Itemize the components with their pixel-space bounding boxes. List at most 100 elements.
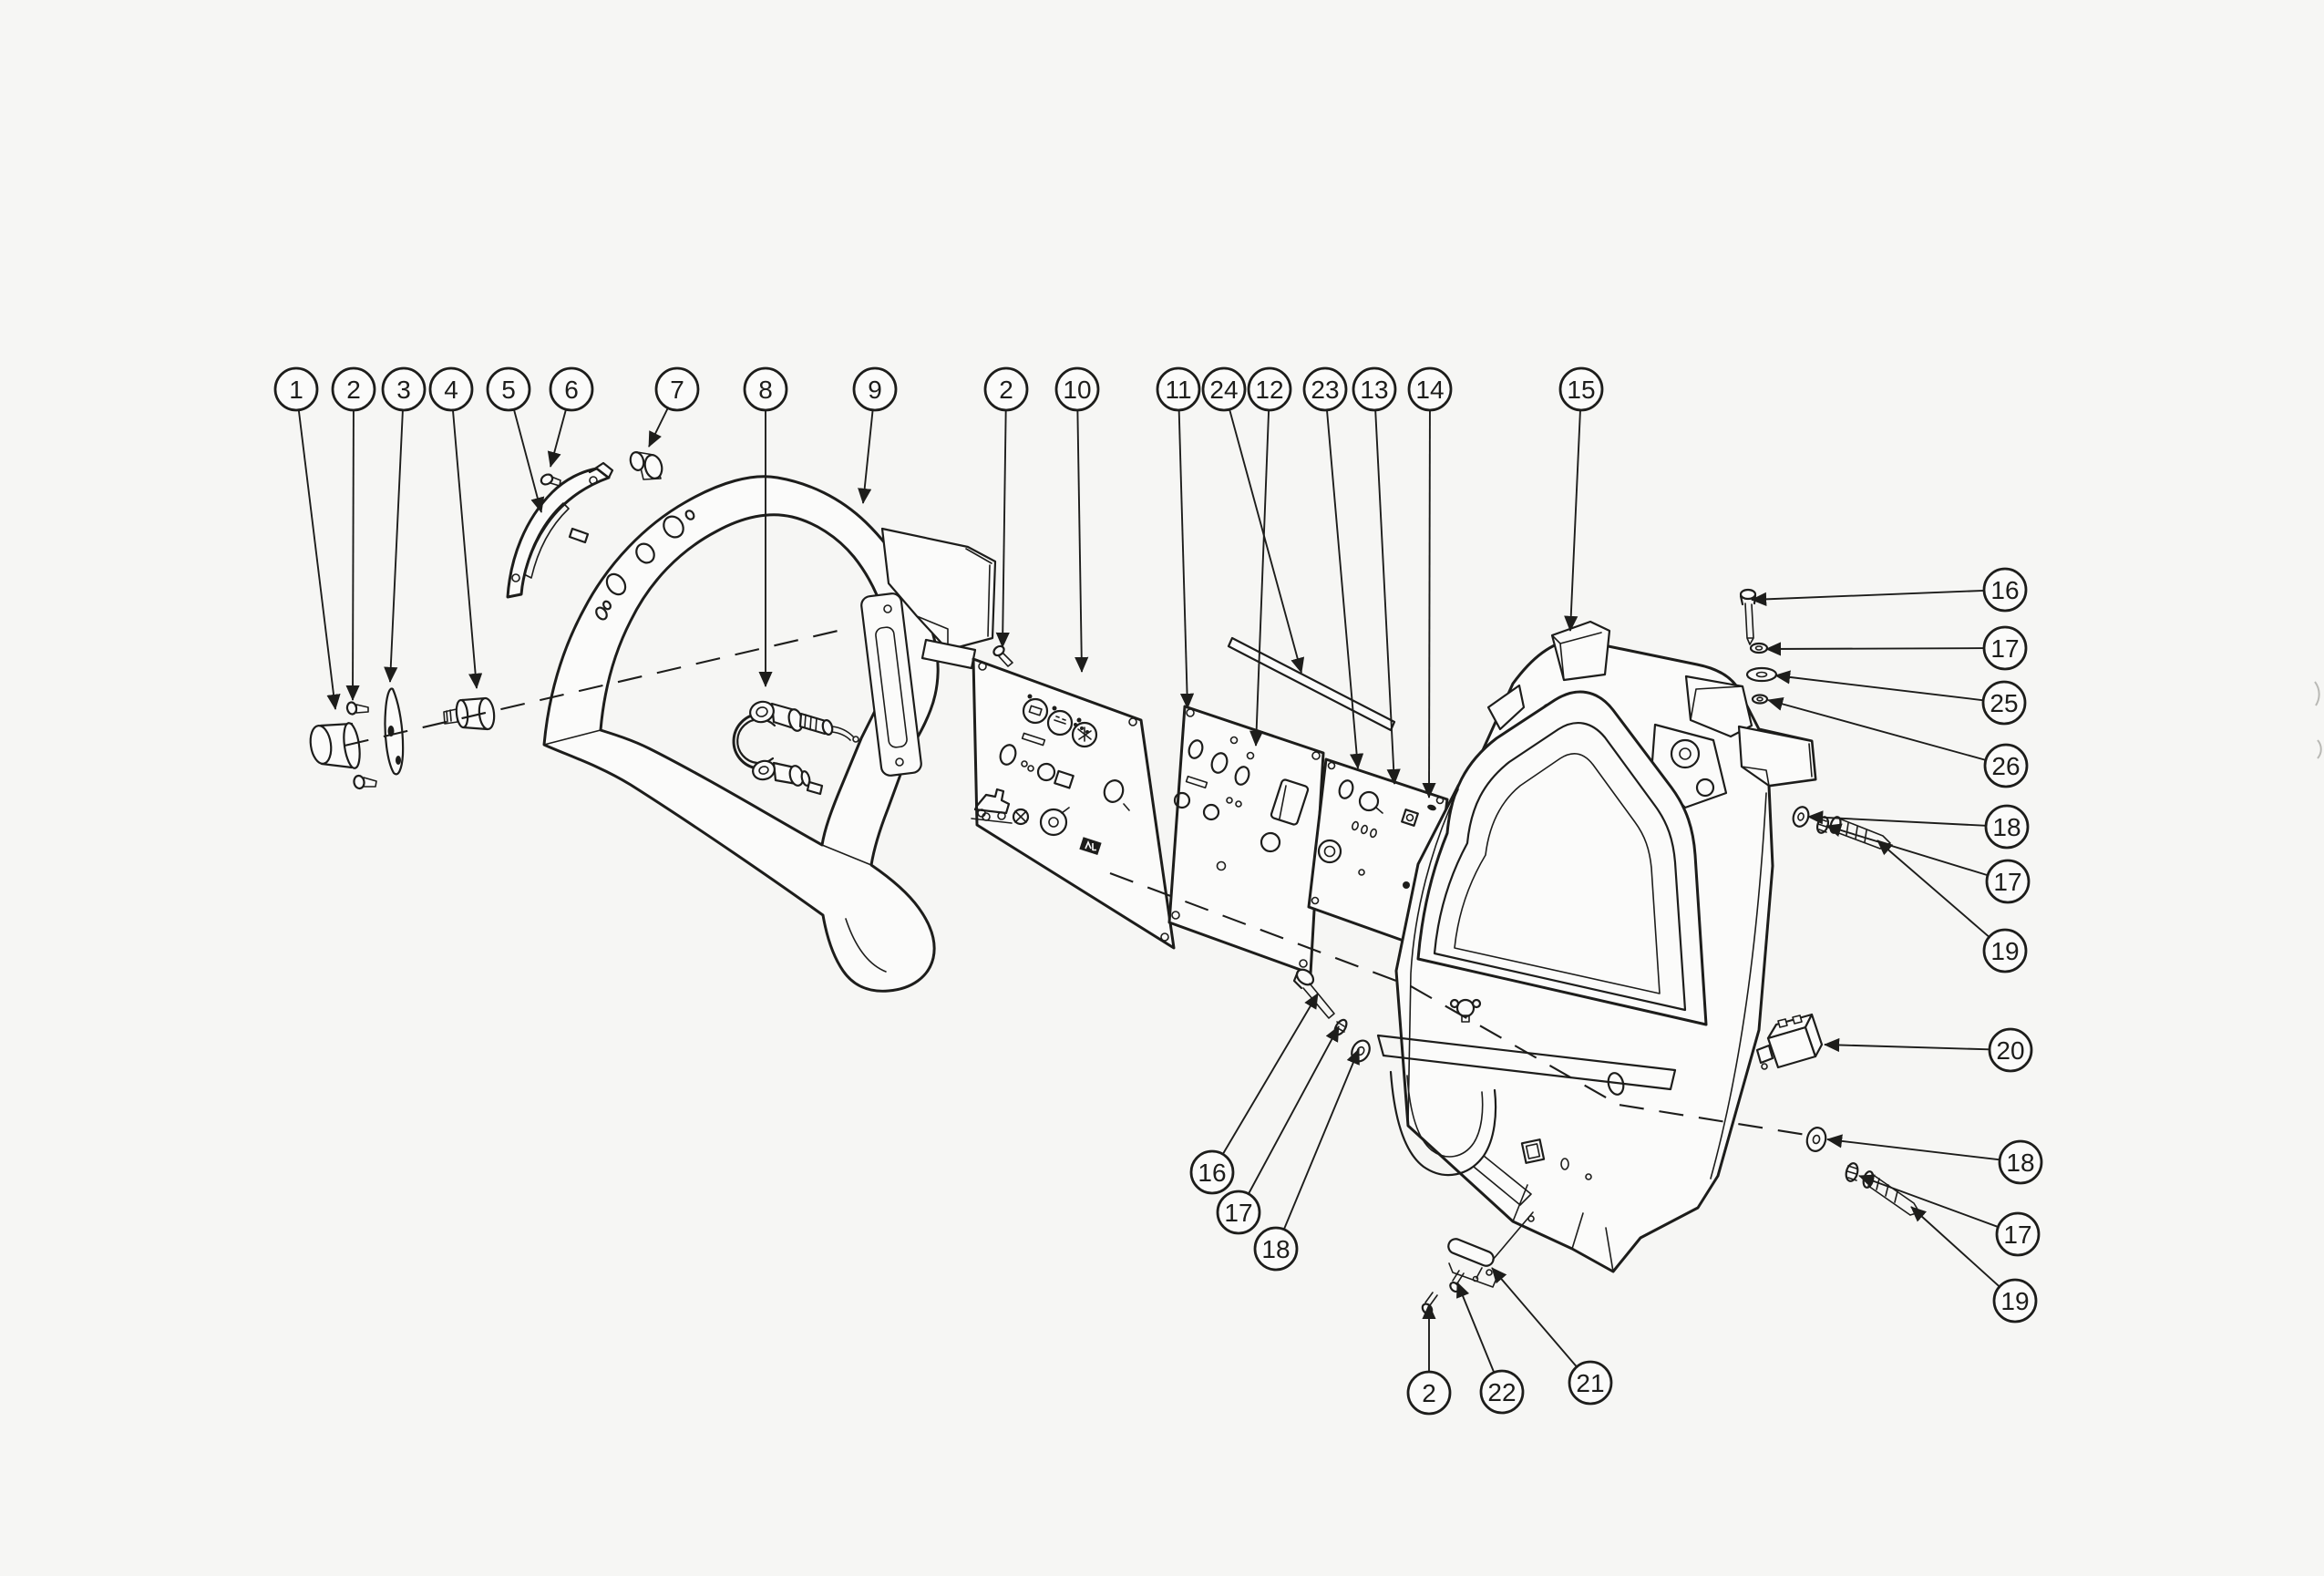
part-ignition-switch-8-shape: [749, 700, 775, 724]
handle-cutout: [1389, 1070, 1532, 1206]
artwork-layer: [309, 451, 2322, 1315]
part-support-rod-24-shape: [1227, 636, 1396, 732]
part-switch-panel-11-shape: [1202, 803, 1220, 821]
balloon-circle-14: [1407, 366, 1453, 412]
part-rocker-switch-20-shape: [1761, 1063, 1768, 1070]
balloon-number: 23: [1311, 376, 1339, 404]
balloon-number: 8: [758, 376, 773, 404]
bolt-16b: [1292, 968, 1335, 1019]
callout-18: 18: [1826, 1134, 2043, 1185]
screw-16-shape: [1739, 588, 1757, 601]
centerline-housing-axis: [1109, 872, 1813, 1138]
part-screw-2-panel: [992, 644, 1013, 667]
part-screw-2-upper-shape: [345, 701, 358, 716]
part-display-housing-15-shape: [1512, 1184, 1614, 1272]
console-arm-holes: [595, 510, 695, 621]
leader-line-17: [1858, 1174, 1999, 1228]
grommet-ring-shape: [1323, 845, 1336, 858]
gear-icon: [1012, 808, 1030, 826]
screen-bezel-shape: [1433, 721, 1687, 1012]
part-aux-panel-13-shape: [1405, 813, 1414, 822]
leader-line-17: [1248, 1025, 1340, 1195]
part-switch-panel-11-shape: [1167, 705, 1325, 975]
washer-26-shape: [1756, 696, 1764, 702]
balloon-number: 2: [346, 376, 361, 404]
part-screw-2-upper: [345, 701, 369, 716]
balloon-circle-3: [381, 366, 427, 412]
part-support-rod-24: [1227, 636, 1396, 732]
flat-washer-25-shape: [1755, 671, 1768, 678]
gauge-cluster-icons-shape: [1052, 706, 1057, 711]
screw-16-shape: [1744, 603, 1754, 645]
part-ignition-switch-8-shape: [804, 714, 818, 732]
balloon-circle-18: [1998, 1139, 2043, 1185]
lock-washer-17b-shape: [1846, 1165, 1857, 1181]
balloon-circle-18: [1253, 1226, 1299, 1272]
bolt-16b-shape: [1302, 983, 1335, 1019]
housing-top-tab-shape: [1551, 632, 1602, 681]
callout-19: 19: [1877, 840, 2028, 973]
gear-icon-shape: [1012, 808, 1030, 826]
housing-corner-bosses-shape: [1670, 738, 1701, 769]
leader-line-21: [1491, 1267, 1578, 1368]
callout-3: 3: [381, 366, 427, 683]
part-knob-cap-1-shape: [343, 722, 361, 769]
balloon-number: 19: [1990, 937, 2019, 965]
callout-20: 20: [1824, 1027, 2033, 1073]
ignition-keyway-shape: [1039, 808, 1068, 837]
part-gauge-panel-10-shape: [1128, 717, 1137, 726]
balloon-number: 2: [999, 376, 1013, 404]
part-trim-strip-5-shape: [589, 476, 598, 485]
part-shaft-knob-4-shape: [455, 698, 469, 729]
part-switch-panel-11-shape: [1260, 831, 1281, 853]
fastener-cluster-lower-right: [1805, 1127, 1920, 1216]
callout-5: 5: [486, 366, 545, 513]
console-arm-holes-shape: [602, 600, 612, 611]
part-spacer-bushing-7-shape: [643, 454, 663, 479]
housing-upper-right-block-shape: [1690, 685, 1743, 721]
gauge-cluster-icons: [1022, 694, 1098, 748]
housing-top-tab: [1550, 620, 1611, 682]
gear-icon-shape: [1014, 810, 1027, 823]
grommet-ring: [1317, 839, 1342, 864]
ignition-keyway-shape: [1048, 817, 1059, 828]
housing-right-wing-shape: [1737, 725, 1817, 788]
callout-18: 18: [1807, 804, 2030, 850]
washer-17-shape: [1749, 642, 1769, 654]
callout-12: 12: [1247, 366, 1292, 747]
keyhole-cutout: [1449, 998, 1482, 1023]
balloon-circle-8: [743, 366, 788, 412]
callout-17: 17: [1825, 823, 2031, 904]
part-screw-6-shape: [550, 476, 561, 487]
callout-7: 7: [648, 366, 700, 448]
part-switch-panel-11-shape: [1229, 736, 1239, 745]
leader-line-18: [1826, 1134, 2000, 1161]
part-trim-strip-5: [506, 461, 614, 599]
balloon-circle-16: [1982, 567, 2028, 613]
balloon-number: 3: [396, 376, 411, 404]
part-aux-panel-13-shape: [1352, 820, 1359, 831]
square-hole-shape: [1525, 1143, 1541, 1159]
part-gauge-panel-10-shape: [1027, 765, 1034, 772]
balloon-circle-6: [549, 366, 594, 412]
balloon-number: 19: [2000, 1287, 2029, 1315]
tractor-icon-shape: [977, 809, 986, 818]
balloon-circle-26: [1983, 743, 2029, 788]
callout-4: 4: [428, 366, 483, 689]
part-screw-2-lower-shape: [363, 777, 377, 788]
screw-19-shape: [1836, 818, 1891, 850]
part-ignition-switch-8-shape: [798, 712, 828, 736]
centerlines-layer: [344, 627, 1813, 1138]
scan-artifact: [2314, 681, 2322, 759]
part-rocker-switch-20-shape: [1755, 1044, 1774, 1065]
balloon-circle-25: [1981, 680, 2027, 726]
callout-8: 8: [743, 366, 788, 687]
part-display-housing-15-shape: [1560, 1158, 1569, 1170]
washer-26: [1751, 694, 1769, 705]
balloon-circle-12: [1247, 366, 1292, 412]
part-aux-panel-13-shape: [1403, 881, 1410, 889]
part-switch-panel-11-shape: [1234, 766, 1250, 786]
callout-2: 2: [1406, 1303, 1452, 1416]
balloon-number: 16: [1990, 576, 2019, 604]
